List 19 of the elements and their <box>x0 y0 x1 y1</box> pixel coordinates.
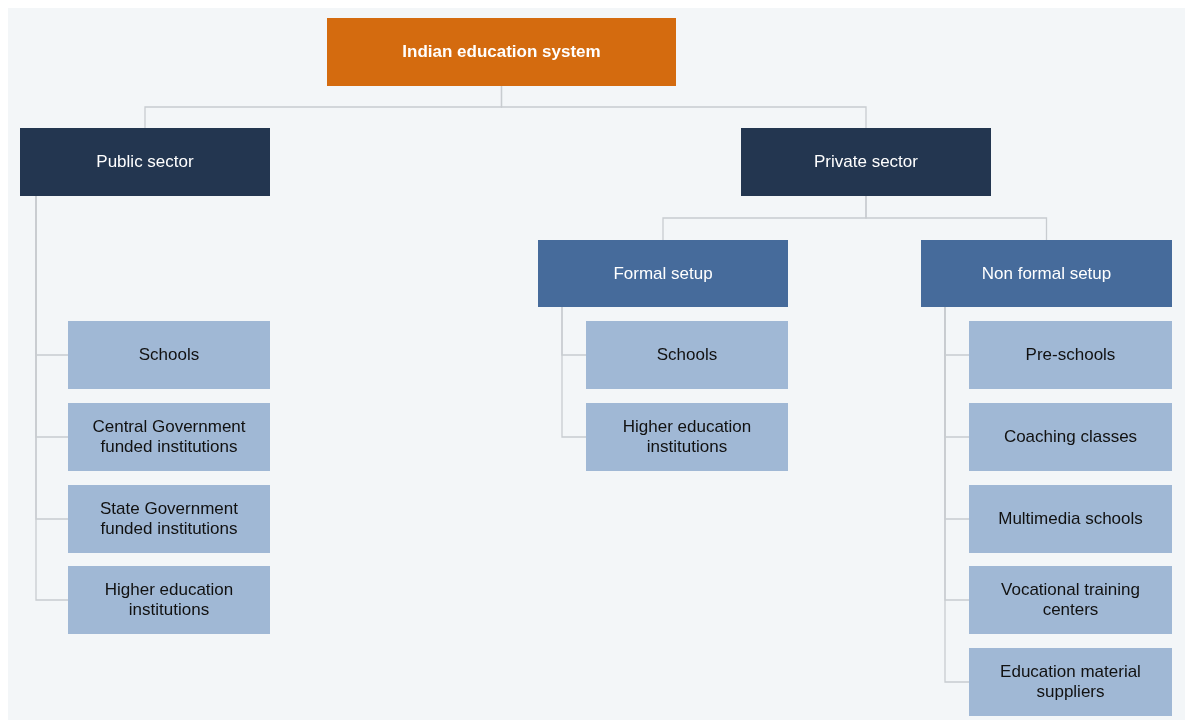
connector-line <box>561 306 587 438</box>
root-box: Indian education system <box>327 18 676 86</box>
category-box: Pre-schools <box>969 321 1172 389</box>
category-box: Schools <box>586 321 788 389</box>
category-box: Schools <box>68 321 270 389</box>
category-box: Multimedia schools <box>969 485 1172 553</box>
category-box: Higher education institutions <box>68 566 270 634</box>
category-box: Education material suppliers <box>969 648 1172 716</box>
connector-line <box>865 195 1048 241</box>
setup-box: Non formal setup <box>921 240 1172 307</box>
category-box: Coaching classes <box>969 403 1172 471</box>
sector-box: Public sector <box>20 128 270 196</box>
sector-box: Private sector <box>741 128 991 196</box>
connector-line <box>500 85 867 129</box>
category-box: Higher education institutions <box>586 403 788 471</box>
setup-box: Formal setup <box>538 240 788 307</box>
category-box: Vocational training centers <box>969 566 1172 634</box>
category-box: Central Government funded institutions <box>68 403 270 471</box>
category-box: State Government funded institutions <box>68 485 270 553</box>
